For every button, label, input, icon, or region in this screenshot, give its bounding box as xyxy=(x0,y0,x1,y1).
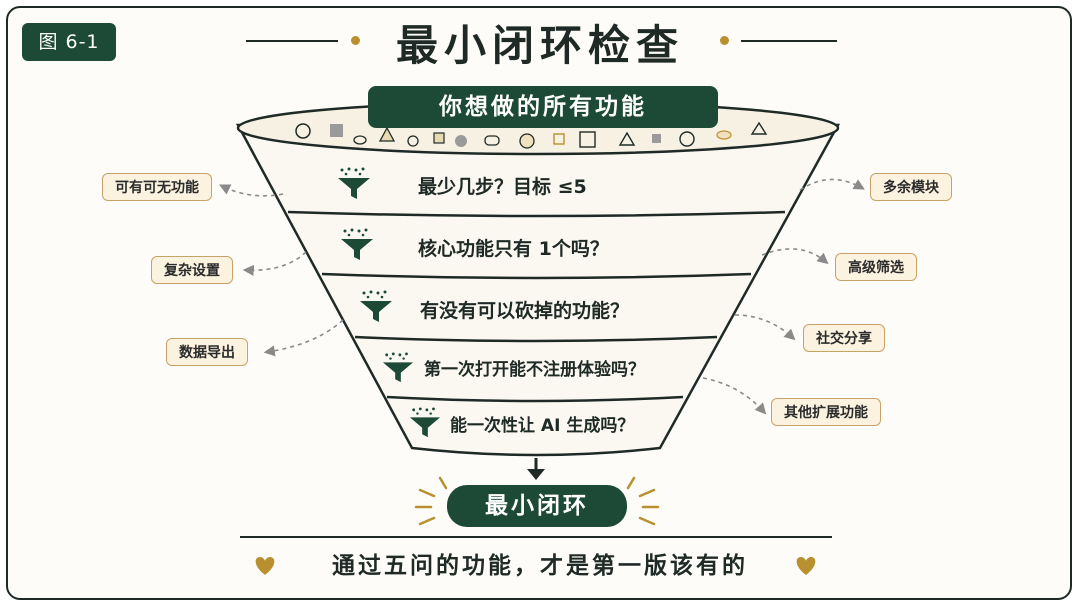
dashed-arrow xyxy=(242,251,307,276)
shape-circle-icon xyxy=(455,135,467,147)
funnel-question-3: 有没有可以砍掉的功能？ xyxy=(420,300,630,322)
title-dot-right xyxy=(720,36,729,45)
tier-divider xyxy=(354,335,718,343)
removed-feature-tag: 高级筛选 xyxy=(835,253,917,281)
tier-divider xyxy=(386,395,684,403)
title-rule-right xyxy=(741,40,837,42)
title-rule-left xyxy=(246,40,338,42)
funnel-top-label: 你想做的所有功能 xyxy=(368,86,718,128)
dashed-arrow xyxy=(734,314,796,341)
bottom-message: 通过五问的功能，才是第一版该有的 xyxy=(332,553,748,579)
shape-triangle-icon xyxy=(750,121,768,135)
shape-pill-icon xyxy=(484,135,500,146)
funnel-question-2: 核心功能只有 1个吗？ xyxy=(418,238,609,260)
shape-triangle-icon xyxy=(618,131,636,146)
shape-oval-icon xyxy=(353,135,367,145)
dashed-arrow xyxy=(263,319,344,357)
funnel-result-label: 最小闭环 xyxy=(447,485,627,527)
removed-feature-tag: 复杂设置 xyxy=(151,256,233,284)
funnel-body xyxy=(235,123,841,457)
removed-feature-tag: 数据导出 xyxy=(166,338,248,366)
removed-feature-tag: 多余模块 xyxy=(870,173,952,201)
dashed-arrow xyxy=(761,248,829,265)
bottom-divider xyxy=(240,536,832,538)
shape-square-icon xyxy=(433,132,445,144)
dashed-arrow xyxy=(799,178,865,191)
shape-oval-icon xyxy=(716,130,732,140)
arrow-down-icon xyxy=(527,458,545,480)
dashed-arrow xyxy=(218,184,284,197)
shape-triangle-icon xyxy=(378,126,396,142)
dashed-arrow xyxy=(702,377,767,415)
shape-square-icon xyxy=(330,124,343,137)
shape-circle-icon xyxy=(679,131,695,147)
shape-circle-icon xyxy=(407,135,419,147)
heart-icon xyxy=(796,557,816,575)
funnel-question-5: 能一次性让 AI 生成吗？ xyxy=(450,416,635,436)
page-title: 最小闭环检查 xyxy=(395,21,684,70)
heart-icon xyxy=(255,557,275,575)
title-dot-left xyxy=(351,36,360,45)
removed-feature-tag: 可有可无功能 xyxy=(102,173,212,201)
sparkle-icon xyxy=(414,476,448,526)
shape-square-icon xyxy=(579,131,596,148)
tier-divider xyxy=(287,210,786,218)
shape-square-icon xyxy=(652,134,661,143)
tier-divider xyxy=(321,272,752,280)
funnel-question-1: 最少几步？目标 ≤5 xyxy=(418,176,587,198)
funnel-question-4: 第一次打开能不注册体验吗？ xyxy=(424,360,645,380)
removed-feature-tag: 社交分享 xyxy=(803,324,885,352)
removed-feature-tag: 其他扩展功能 xyxy=(771,398,881,426)
rim-shapes xyxy=(295,121,768,149)
shape-circle-icon xyxy=(519,133,535,149)
shape-circle-icon xyxy=(295,123,311,139)
sparkle-icon xyxy=(626,476,660,526)
figure-label: 图 6-1 xyxy=(22,23,116,61)
shape-square-icon xyxy=(553,133,565,145)
